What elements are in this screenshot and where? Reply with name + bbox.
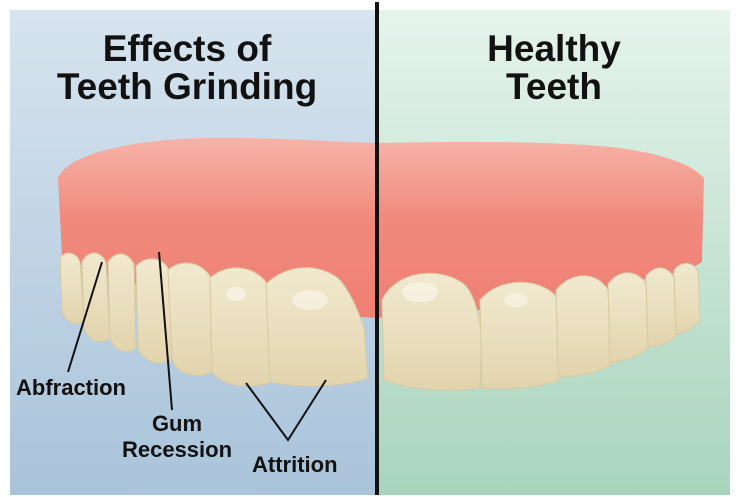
abfraction-label: Abfraction bbox=[16, 375, 126, 401]
right-panel-title: Healthy Teeth bbox=[378, 30, 730, 106]
right-title-line-2: Teeth bbox=[378, 68, 730, 106]
left-title-line-1: Effects of bbox=[0, 30, 374, 68]
gum-recession-line-1: Gum bbox=[110, 411, 244, 437]
gum-recession-label: Gum Recession bbox=[110, 411, 244, 463]
attrition-label: Attrition bbox=[252, 452, 338, 478]
left-title-line-2: Teeth Grinding bbox=[0, 68, 374, 106]
gum-recession-line-2: Recession bbox=[110, 437, 244, 463]
right-title-line-1: Healthy bbox=[378, 30, 730, 68]
left-panel-title: Effects of Teeth Grinding bbox=[0, 30, 374, 106]
